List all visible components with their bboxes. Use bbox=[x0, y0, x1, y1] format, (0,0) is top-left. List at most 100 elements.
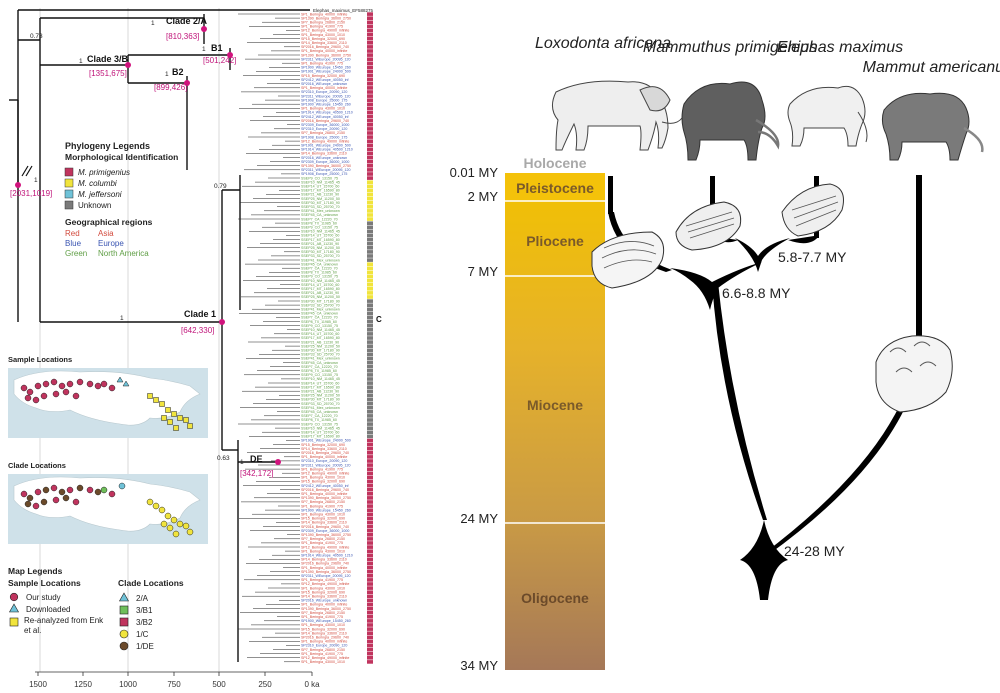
pleistocene-band bbox=[505, 173, 605, 201]
identification-cell bbox=[367, 340, 373, 344]
identification-cell bbox=[367, 660, 373, 664]
identification-cell bbox=[367, 422, 373, 426]
clade-label-b1: B1 bbox=[211, 43, 223, 53]
identification-cell bbox=[367, 139, 373, 143]
identification-cell bbox=[367, 32, 373, 37]
axis-tick-label: 750 bbox=[167, 680, 181, 689]
tip-label: SSEP8_TX_11985_60 bbox=[301, 369, 337, 373]
tip-label: SP1_Beringia_41900_775 bbox=[301, 62, 343, 66]
identification-cell bbox=[367, 311, 373, 316]
tip-label: SP2016_WEurope_unknown bbox=[301, 599, 347, 603]
identification-cell bbox=[367, 520, 373, 525]
tip-label: SP1900_WEurope_15450_260 bbox=[301, 619, 351, 623]
support-079: 0.79 bbox=[214, 183, 227, 190]
tip-label: SP2310_Europe_20090_120 bbox=[301, 644, 347, 648]
identification-cell bbox=[367, 512, 373, 517]
tip-label: SSEP30_MT_17180_90 bbox=[301, 398, 340, 402]
identification-cell bbox=[367, 168, 373, 172]
tip-label: SP1901_WEurope_24000_500 bbox=[301, 144, 351, 148]
tip-label: SP2412_WEurope_40050_inf bbox=[301, 78, 349, 82]
interval-de: [342,172] bbox=[240, 469, 273, 478]
legend-our-study-icon bbox=[9, 592, 19, 602]
tip-label: SP2016_WEurope_unknown bbox=[301, 156, 347, 160]
identification-cell bbox=[367, 315, 373, 320]
tip-label: SP1_Beringia_43000_1010 bbox=[301, 107, 345, 111]
identification-cell bbox=[367, 356, 373, 361]
sample-marker bbox=[58, 382, 66, 390]
tip-label: SP7_Beringia_26800_2150 bbox=[301, 537, 345, 541]
identification-cell bbox=[367, 213, 373, 217]
tip-label: SP2016_Beringia_29600_740 bbox=[301, 119, 349, 123]
identification-cell bbox=[367, 192, 373, 197]
sample-marker bbox=[40, 392, 48, 400]
tip-label: SP2016_Beringia_29600_740 bbox=[301, 451, 349, 455]
identification-cell bbox=[367, 643, 373, 648]
tip-label: SP2310_Europe_20090_120 bbox=[301, 127, 347, 131]
clade-marker bbox=[42, 486, 50, 494]
phylogeny-legend: Phylogeny Legends Morphological Identifi… bbox=[64, 141, 178, 258]
root-break-marks bbox=[21, 165, 33, 177]
identification-cell bbox=[367, 418, 373, 422]
identification-cell bbox=[367, 533, 373, 537]
identification-cell bbox=[367, 282, 373, 287]
sample-marker-square bbox=[159, 401, 165, 407]
epoch-holocene: Holocene bbox=[523, 155, 586, 171]
identification-cell bbox=[367, 442, 373, 447]
tip-label: SP2412_WEurope_40050_inf bbox=[301, 115, 349, 119]
identification-cell bbox=[367, 180, 373, 184]
identification-cell bbox=[367, 143, 373, 148]
support-3b: 1 bbox=[79, 58, 83, 65]
identification-cell bbox=[367, 278, 373, 283]
tip-label: SSEP41_Mex_unknown bbox=[301, 357, 340, 361]
identification-cell bbox=[367, 647, 373, 652]
tip-label: SP2016_WEurope_unknown bbox=[301, 82, 347, 86]
identification-cell bbox=[367, 471, 373, 476]
tip-label: SP2311_WEurope_20095_120 bbox=[301, 57, 351, 61]
tip-label: SSEP8_TX_11985_60 bbox=[301, 320, 337, 324]
identification-cell bbox=[367, 82, 373, 86]
tip-label: SP1390_Beringia_36000_2750 bbox=[301, 533, 351, 537]
node-clade-1 bbox=[219, 319, 225, 325]
species-loxodonta-label: Loxodonta africana bbox=[535, 35, 671, 52]
identification-cell bbox=[367, 377, 373, 381]
identification-cell bbox=[367, 524, 373, 529]
geo-legend-region: North America bbox=[98, 249, 149, 258]
identification-cell bbox=[367, 364, 373, 369]
identification-cell bbox=[367, 102, 373, 107]
morph-legend-swatch bbox=[64, 200, 74, 210]
axis-tick-label: 500 bbox=[212, 680, 226, 689]
tip-label: SP1390_Beringia_36000_2750 bbox=[301, 607, 351, 611]
clade-marker bbox=[72, 498, 80, 506]
tip-label: SP1_Beringia_41900_775 bbox=[301, 615, 343, 619]
identification-cell bbox=[367, 426, 373, 430]
clade-label-3b: Clade 3/B bbox=[87, 54, 129, 64]
clade-marker bbox=[94, 488, 102, 496]
clade-marker bbox=[50, 484, 58, 492]
elephas-molar bbox=[781, 183, 844, 237]
identification-cell bbox=[367, 336, 373, 340]
identification-cell bbox=[367, 246, 373, 250]
support-073: 0.73 bbox=[30, 33, 43, 40]
tip-label: SP1900_WEurope_15450_260 bbox=[301, 66, 351, 70]
clade-marker bbox=[76, 484, 84, 492]
tip-label: SSEP33_SD_25700_70 bbox=[301, 353, 340, 357]
identification-cell bbox=[367, 106, 373, 111]
axis-tick-label: 1000 bbox=[119, 680, 137, 689]
tip-label: SSEP45_CA_unknown bbox=[301, 361, 338, 365]
tip-label: SP1390_Beringia_36000_2750 bbox=[301, 16, 351, 20]
identification-cell bbox=[367, 237, 373, 242]
sample-marker bbox=[62, 388, 70, 396]
tip-label: SSEP10_NM_11465_45 bbox=[301, 426, 340, 430]
clade-legend-label: 3/B1 bbox=[136, 606, 153, 615]
identification-cell bbox=[367, 459, 373, 463]
clade-label-1: Clade 1 bbox=[184, 309, 216, 319]
morph-legend-label: M. jeffersoni bbox=[78, 190, 122, 199]
sample-marker-square bbox=[171, 411, 177, 417]
tip-labels: SP1_Beringia_40000_infiniteSP1390_Bering… bbox=[301, 12, 353, 664]
sample-locations-panel: Sample Locations bbox=[8, 355, 208, 438]
tip-label: SP15_Beringia_32000_690 bbox=[301, 74, 345, 78]
identification-cell bbox=[367, 487, 373, 492]
tip-label: SP1390_Beringia_36000_2750 bbox=[301, 53, 351, 57]
identification-cell bbox=[367, 455, 373, 459]
